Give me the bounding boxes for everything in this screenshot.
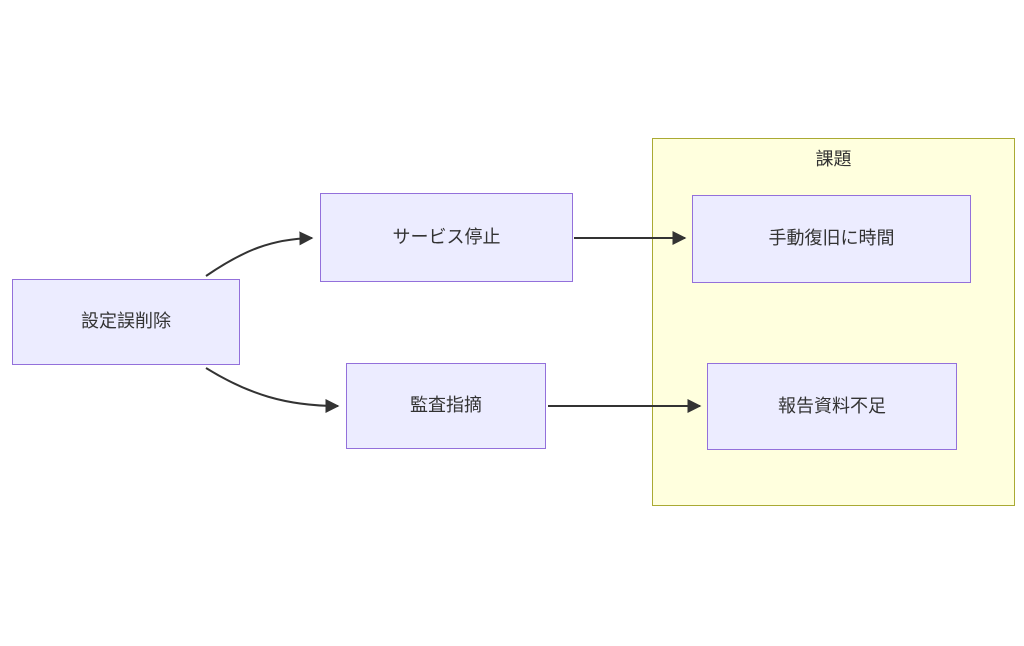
cluster-issues-label: 課題 xyxy=(815,149,852,169)
node-config-accidental-delete: 設定誤削除 xyxy=(12,279,240,365)
edge-root-to-audit-finding xyxy=(205,367,340,413)
node-report-material-shortage: 報告資料不足 xyxy=(707,363,957,450)
node-service-stop: サービス停止 xyxy=(320,193,573,282)
node-audit-finding: 監査指摘 xyxy=(346,363,546,449)
cluster-issues: 課題 xyxy=(652,138,1015,506)
node-config-accidental-delete-label: 設定誤削除 xyxy=(81,311,171,332)
node-manual-recovery-time-label: 手動復旧に時間 xyxy=(768,228,895,249)
node-service-stop-label: サービス停止 xyxy=(392,226,501,247)
node-report-material-shortage-label: 報告資料不足 xyxy=(778,395,886,416)
node-manual-recovery-time: 手動復旧に時間 xyxy=(692,195,971,283)
edge-root-to-service-stop xyxy=(205,231,314,277)
node-audit-finding-label: 監査指摘 xyxy=(410,395,482,416)
